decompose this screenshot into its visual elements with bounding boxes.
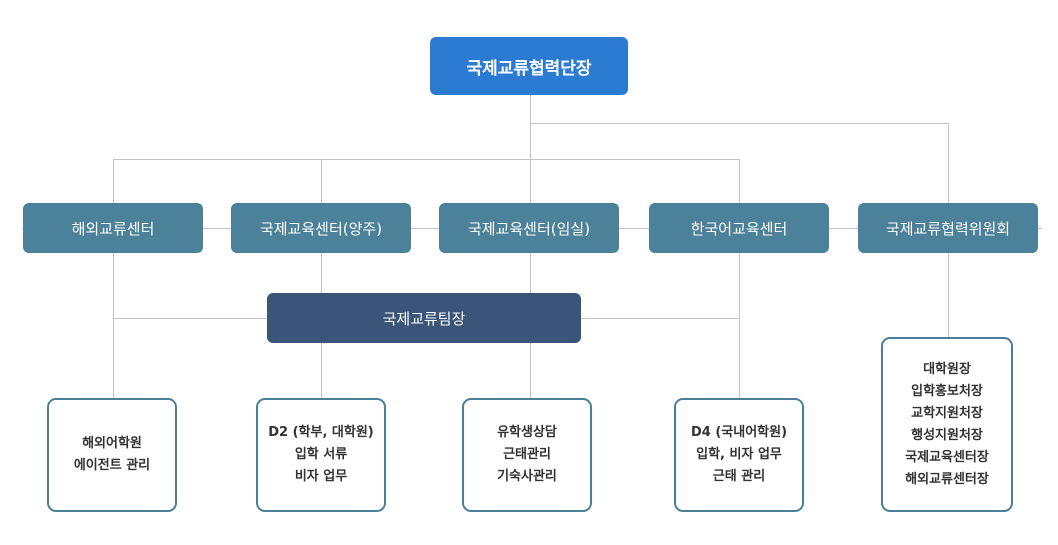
duty-line: 유학생상담 — [497, 425, 557, 440]
connector — [113, 159, 740, 160]
connector — [113, 159, 114, 203]
duty-node: D2 (학부, 대학원) 입학 서류 비자 업무 — [256, 398, 386, 512]
center-node-imsil: 국제교육센터(임실) — [439, 203, 619, 253]
connector — [948, 253, 949, 337]
center-node-committee: 국제교류협력위원회 — [858, 203, 1038, 253]
duty-node: 해외어학원 에이전트 관리 — [47, 398, 177, 512]
member-line: 대학원장 — [923, 361, 971, 377]
duty-line: 근태관리 — [503, 447, 551, 462]
connector — [113, 253, 114, 399]
duty-line: 기숙사관리 — [497, 469, 557, 484]
member-line: 해외교류센터장 — [905, 471, 989, 487]
center-node-korean: 한국어교육센터 — [649, 203, 829, 253]
connector — [321, 159, 322, 203]
duty-node: 유학생상담 근태관리 기숙사관리 — [462, 398, 592, 512]
duty-line: D4 (국내어학원) — [690, 425, 788, 440]
duty-line: 입학, 비자 업무 — [696, 447, 782, 462]
connector — [530, 95, 531, 203]
duty-line: 근태 관리 — [712, 469, 766, 484]
duty-line: 비자 업무 — [294, 469, 348, 484]
connector — [530, 123, 949, 124]
member-line: 교학지원처장 — [911, 405, 983, 421]
connector — [739, 253, 740, 399]
member-line: 행성지원처장 — [911, 427, 983, 443]
center-node-yangju: 국제교육센터(양주) — [231, 203, 411, 253]
head-node: 국제교류협력단장 — [430, 37, 628, 95]
duty-node: D4 (국내어학원) 입학, 비자 업무 근태 관리 — [674, 398, 804, 512]
duty-line: D2 (학부, 대학원) — [268, 425, 374, 440]
duty-line: 에이전트 관리 — [73, 458, 151, 473]
team-lead-node: 국제교류팀장 — [267, 293, 581, 343]
duty-line: 해외어학원 — [82, 436, 142, 451]
committee-members-node: 대학원장 입학홍보처장 교학지원처장 행성지원처장 국제교육센터장 해외교류센터… — [881, 337, 1013, 512]
member-line: 국제교육센터장 — [905, 449, 989, 465]
connector — [739, 159, 740, 203]
connector — [948, 123, 949, 203]
duty-line: 입학 서류 — [294, 447, 348, 462]
center-node-overseas: 해외교류센터 — [23, 203, 203, 253]
member-line: 입학홍보처장 — [911, 383, 983, 399]
